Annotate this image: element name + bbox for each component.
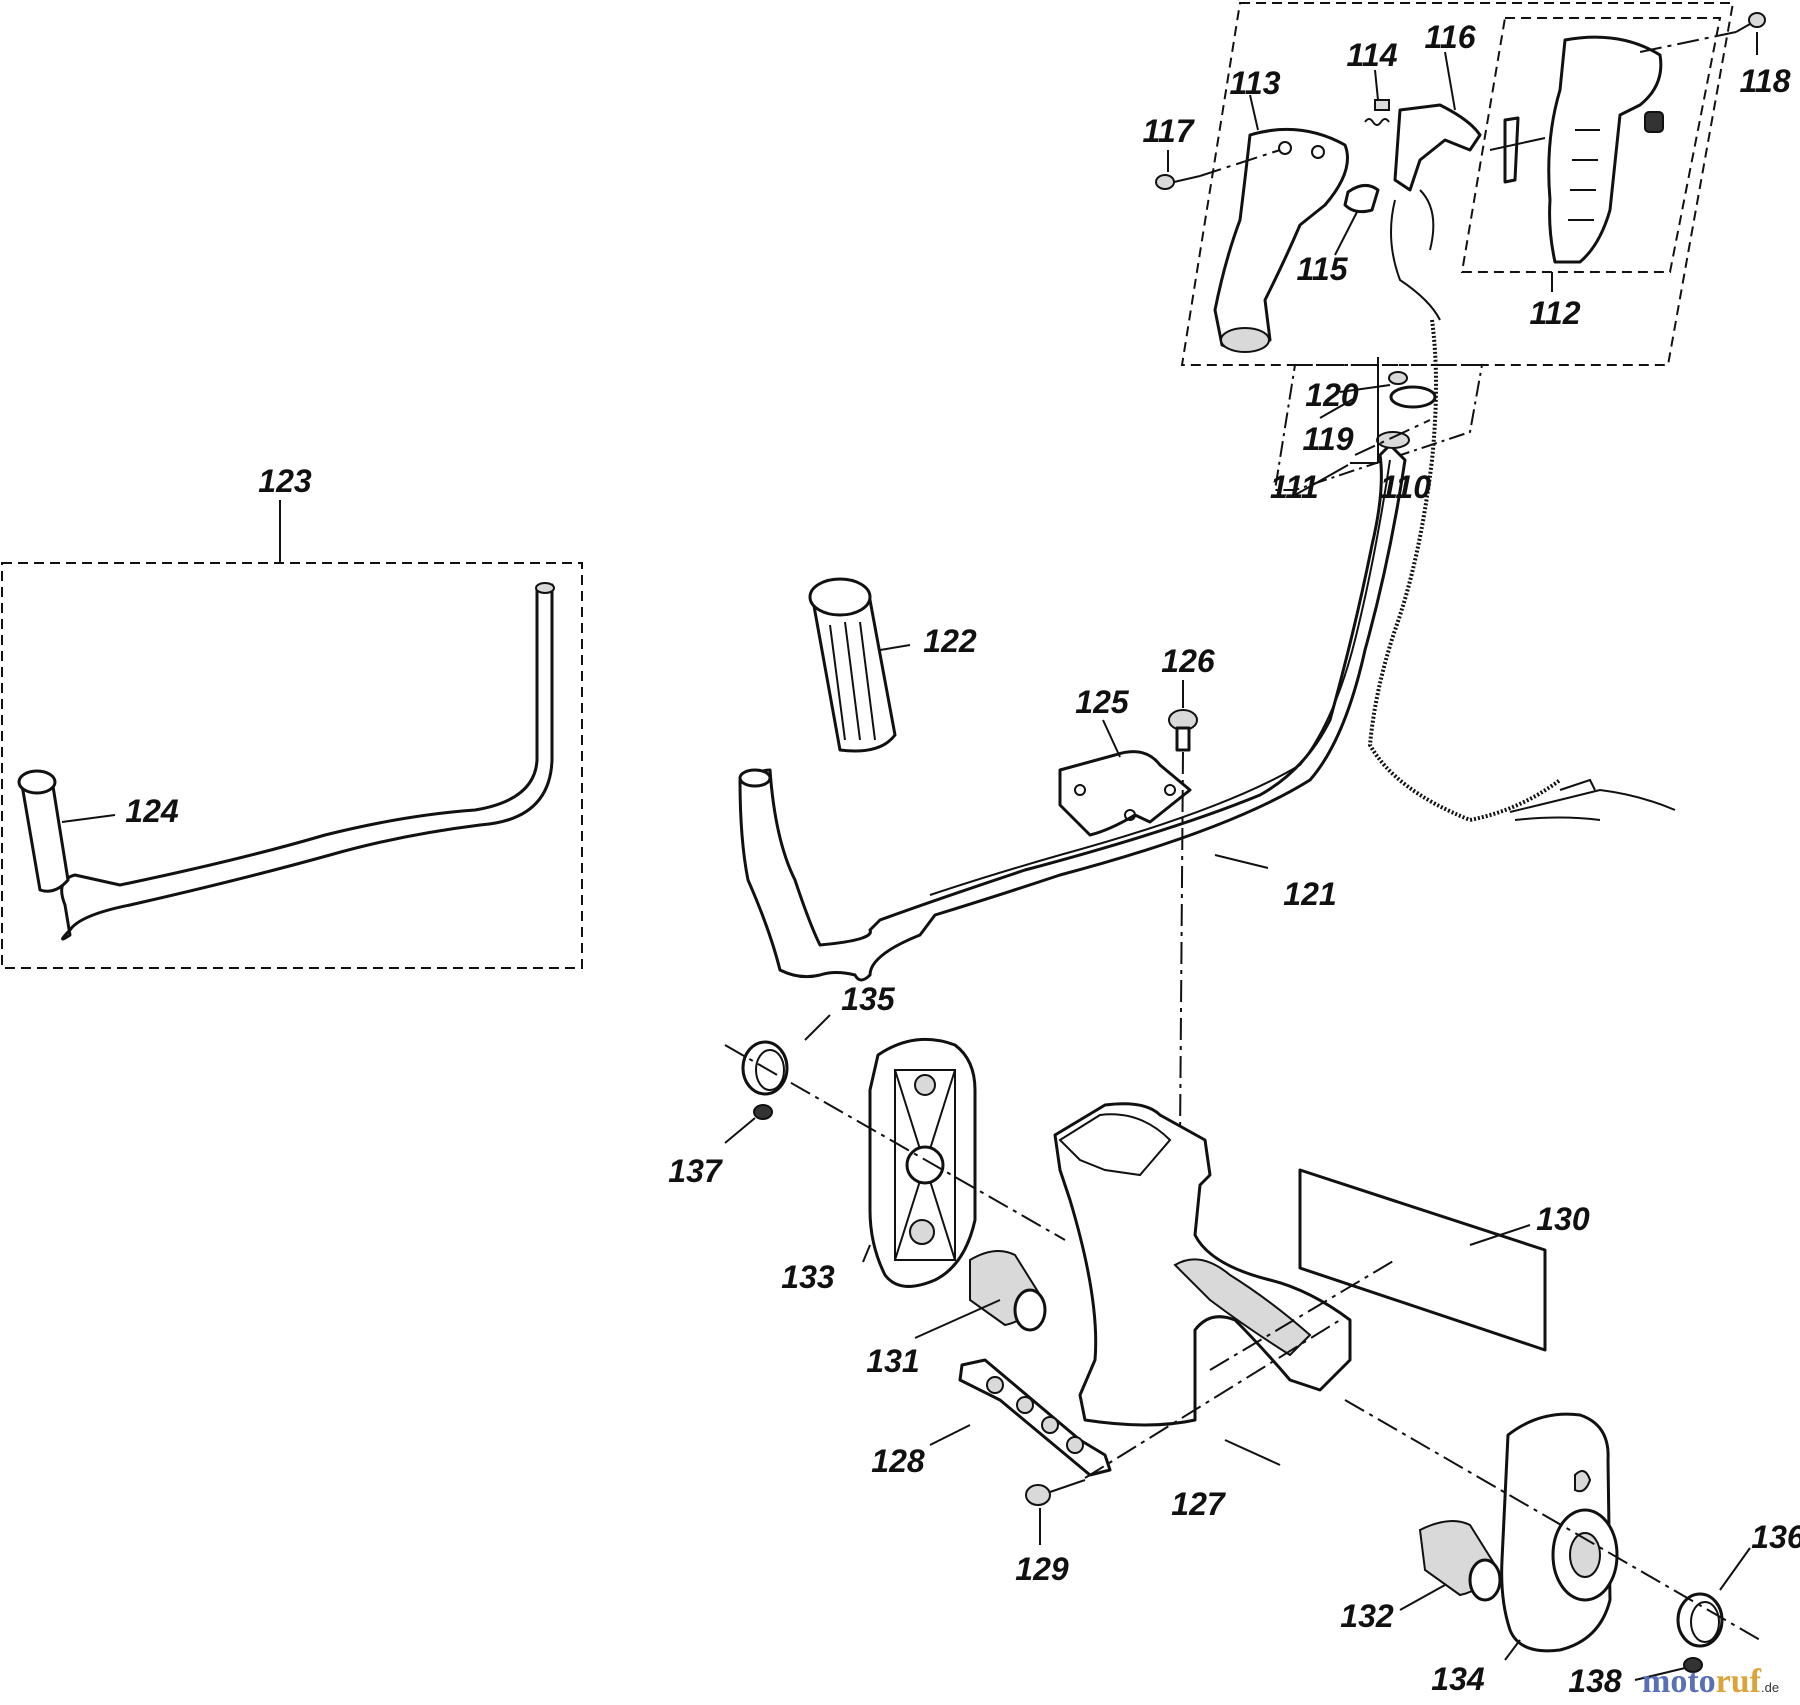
grip-122-top <box>808 577 872 617</box>
part-labels: 110 111 112 113 114 115 116 117 118 119 … <box>125 19 1800 1699</box>
screw-118 <box>1735 12 1766 33</box>
grip-124 <box>20 776 70 893</box>
part-label-130: 130 <box>1536 1201 1590 1237</box>
handle-113-end <box>1220 327 1270 353</box>
axis-right-mount <box>1344 1399 1761 1641</box>
cable-end-wires <box>1509 778 1676 821</box>
part-label-116: 116 <box>1424 19 1475 55</box>
damper-plate-133 <box>868 1037 977 1288</box>
axis-screw-129 <box>1084 1319 1341 1479</box>
loop-handle-123 <box>17 582 555 941</box>
watermark-brand-b: ruf <box>1716 1663 1762 1700</box>
axis-126 <box>1179 751 1184 1141</box>
handle-bar-inner <box>929 459 1391 896</box>
part-label-133: 133 <box>781 1259 835 1295</box>
throttle-handle-assembly <box>1155 12 1766 353</box>
watermark-suffix: .de <box>1761 1680 1779 1695</box>
part-label-110: 110 <box>1380 469 1431 505</box>
part-label-124: 124 <box>125 793 179 829</box>
group-110-box <box>1180 2 1735 366</box>
group-111-box <box>1273 364 1484 491</box>
handle-113-hole <box>1278 141 1292 155</box>
axis-handle-bar <box>1354 419 1431 456</box>
watermark-brand-a: moto <box>1642 1663 1716 1700</box>
part-label-121: 121 <box>1283 876 1336 912</box>
part-label-136: 136 <box>1751 1519 1800 1555</box>
hose-clamp-136 <box>1676 1592 1724 1648</box>
damper-131 <box>969 1250 1047 1332</box>
screw-129 <box>1025 1479 1086 1506</box>
assembly-axes <box>724 419 1761 1641</box>
plate-130 <box>1298 1168 1547 1352</box>
assembly-group-boxes <box>1 2 1735 969</box>
nut-138 <box>1683 1657 1703 1673</box>
group-123-box <box>1 562 583 969</box>
screw-117 <box>1155 174 1201 190</box>
axis-118 <box>1639 31 1737 53</box>
part-label-138: 138 <box>1568 1663 1622 1699</box>
part-label-126: 126 <box>1161 643 1215 679</box>
clamp-119 <box>1389 385 1437 409</box>
loop-handle-tube <box>60 583 554 941</box>
part-label-112: 112 <box>1529 295 1580 331</box>
part-label-111: 111 <box>1270 469 1319 505</box>
part-label-120: 120 <box>1305 377 1359 413</box>
handle-bar-121 <box>738 431 1410 982</box>
grip-124-top <box>17 769 57 795</box>
bracket-127-slot <box>1058 1113 1172 1177</box>
axis-left-mount <box>724 1044 1066 1241</box>
part-label-129: 129 <box>1015 1551 1069 1587</box>
part-label-137: 137 <box>668 1153 724 1189</box>
part-label-131: 131 <box>866 1343 919 1379</box>
part-label-123: 123 <box>258 463 312 499</box>
plate-128 <box>958 1358 1112 1477</box>
part-label-127: 127 <box>1171 1486 1227 1522</box>
part-label-128: 128 <box>871 1443 925 1479</box>
lever-link <box>1489 137 1546 151</box>
handle-113-hole-2 <box>1311 145 1325 159</box>
nut-137 <box>753 1104 773 1120</box>
part-label-122: 122 <box>923 623 977 659</box>
part-label-132: 132 <box>1340 1598 1394 1634</box>
spring-114 <box>1364 118 1390 126</box>
part-label-118: 118 <box>1739 63 1790 99</box>
spring-114-block <box>1374 99 1390 111</box>
part-label-117: 117 <box>1142 113 1195 149</box>
loop-handle-end <box>535 582 555 594</box>
clamp-125 <box>1058 750 1192 837</box>
switch-wires <box>1390 189 1441 321</box>
watermark-logo: motoruf.de <box>1642 1663 1779 1700</box>
part-label-115: 115 <box>1296 251 1348 287</box>
axis-plate-130 <box>1209 1259 1396 1371</box>
cable-111 <box>1367 319 1676 823</box>
throttle-lever <box>1503 116 1520 184</box>
part-label-119: 119 <box>1302 421 1353 457</box>
part-label-125: 125 <box>1075 684 1130 720</box>
group-112-box <box>1460 17 1722 273</box>
clamp-125-body <box>1058 750 1192 837</box>
damper-132 <box>1418 1520 1502 1602</box>
part-label-134: 134 <box>1431 1661 1485 1697</box>
leader-lines <box>61 32 1758 1681</box>
trigger-116 <box>1393 103 1482 192</box>
handle-bar-tube <box>738 443 1407 982</box>
axis-117 <box>1199 149 1281 177</box>
part-label-114: 114 <box>1346 37 1397 73</box>
handle-112-button <box>1644 111 1664 133</box>
damper-plate-134 <box>1500 1412 1619 1653</box>
svg-text:motoruf.de: motoruf.de <box>1642 1663 1779 1700</box>
handle-half-113 <box>1213 127 1349 351</box>
switch-115 <box>1343 184 1380 214</box>
screw-126 <box>1168 709 1198 752</box>
clip-120 <box>1388 371 1408 385</box>
part-label-113: 113 <box>1229 65 1280 101</box>
handle-half-112 <box>1547 35 1663 264</box>
part-label-135: 135 <box>841 981 896 1017</box>
grip-122 <box>808 577 897 753</box>
handle-bar-left-end <box>738 768 772 788</box>
handle-112-ribs <box>1568 129 1600 221</box>
handle-bar-end <box>1376 431 1410 449</box>
grip-122-ribs <box>829 621 876 741</box>
